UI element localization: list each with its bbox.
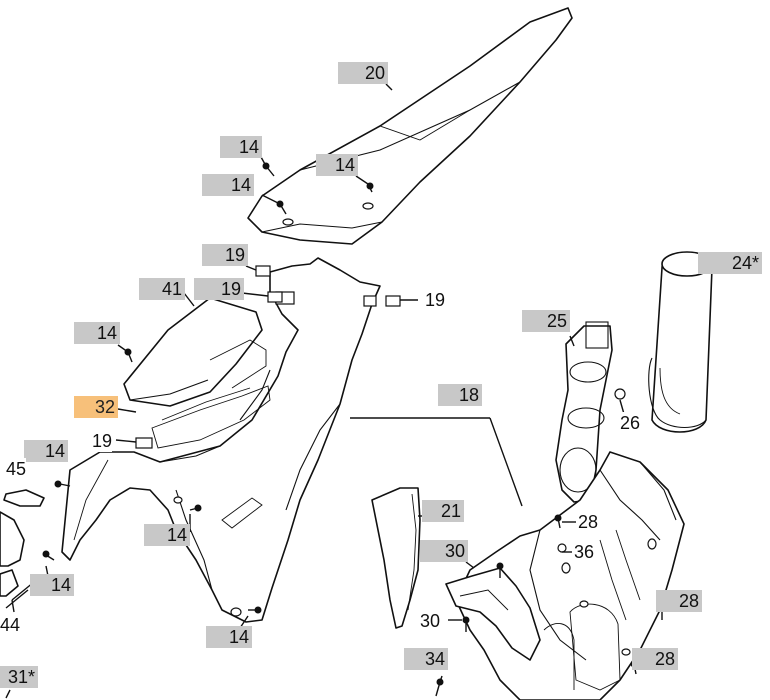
callout-20[interactable]: 20 — [338, 62, 388, 84]
intake-funnel-part-25[interactable] — [555, 321, 613, 503]
callout-14-f[interactable]: 14 — [144, 524, 190, 546]
callout-30-a[interactable]: 30 — [420, 540, 468, 562]
callout-19-a[interactable]: 19 — [202, 244, 248, 266]
callout-26[interactable]: 26 — [620, 412, 641, 434]
callout-30-b[interactable]: 30 — [420, 610, 441, 632]
callout-14-c[interactable]: 14 — [202, 174, 254, 196]
callout-32-highlighted[interactable]: 32 — [74, 396, 118, 418]
callout-19-c[interactable]: 19 — [425, 289, 446, 311]
callout-14-e[interactable]: 14 — [24, 440, 68, 462]
callout-14-d[interactable]: 14 — [74, 322, 120, 344]
callout-19-b[interactable]: 19 — [194, 278, 244, 300]
callout-41[interactable]: 41 — [139, 278, 185, 300]
callout-18[interactable]: 18 — [438, 384, 482, 406]
leader-lines — [5, 83, 726, 699]
callout-14-h[interactable]: 14 — [206, 626, 252, 648]
left-fragments — [0, 489, 45, 597]
side-panel-part-41[interactable] — [123, 297, 263, 407]
callout-14-b[interactable]: 14 — [316, 154, 358, 176]
callout-21[interactable]: 21 — [422, 500, 464, 522]
air-filter-part-24[interactable] — [648, 251, 713, 433]
callout-44[interactable]: 44 — [0, 614, 21, 636]
splash-guard-part-21[interactable] — [371, 487, 421, 629]
callout-14-g[interactable]: 14 — [30, 574, 74, 596]
callout-25[interactable]: 25 — [522, 310, 570, 332]
callout-45[interactable]: 45 — [6, 458, 27, 480]
rear-fender-part-20[interactable] — [247, 7, 573, 245]
clip-group — [135, 265, 401, 449]
callout-36[interactable]: 36 — [574, 541, 595, 563]
bracket-part-30[interactable] — [445, 567, 541, 661]
callout-19-d[interactable]: 19 — [92, 430, 113, 452]
callout-28-c[interactable]: 28 — [632, 648, 678, 670]
screw-group — [5, 162, 374, 614]
callout-28-b[interactable]: 28 — [656, 590, 702, 612]
callout-34[interactable]: 34 — [404, 648, 448, 670]
callout-28-a[interactable]: 28 — [578, 511, 599, 533]
callout-31[interactable]: 31* — [0, 666, 38, 688]
callout-14-a[interactable]: 14 — [220, 136, 262, 158]
callout-24[interactable]: 24* — [698, 252, 762, 274]
